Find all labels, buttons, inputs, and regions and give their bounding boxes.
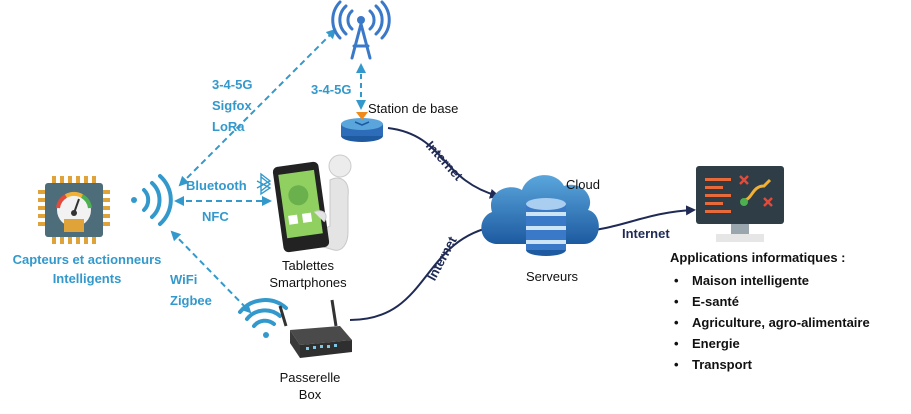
applications-title: Applications informatiques : [670, 250, 846, 265]
label-smartphones: Smartphones [269, 275, 347, 290]
label-lora: LoRa [212, 119, 245, 134]
label-internet-apps: Internet [622, 226, 670, 241]
phone-icon [272, 154, 352, 253]
link-sensor-antenna [178, 28, 337, 187]
label-sigfox: Sigfox [212, 98, 252, 113]
label-wifi: WiFi [170, 272, 198, 287]
label-bluetooth: Bluetooth [186, 178, 247, 193]
gateway-labels: Passerelle Box [270, 369, 350, 403]
monitor-icon [696, 166, 784, 242]
label-cloud: Cloud [566, 177, 600, 192]
list-item: Transport [672, 354, 870, 375]
sensor-labels: Capteurs et actionneurs Intelligents [6, 250, 168, 288]
router-icon [278, 299, 352, 358]
cellular-labels: 3-4-5G Sigfox LoRa [212, 74, 252, 137]
label-base-station: Station de base [368, 101, 459, 116]
list-item: Maison intelligente [672, 270, 870, 291]
wifi-icon [238, 298, 288, 338]
bluetooth-icon [256, 172, 272, 196]
list-item: Energie [672, 333, 870, 354]
label-3-4-5g: 3-4-5G [212, 77, 253, 92]
signal-icon [131, 174, 173, 226]
label-tablets: Tablettes [281, 258, 335, 273]
label-gateway: Passerelle [279, 370, 341, 385]
server-icon [526, 198, 566, 256]
list-item: Agriculture, agro-alimentaire [672, 312, 870, 333]
label-box: Box [298, 387, 322, 402]
label-intelligent: Intelligents [52, 271, 122, 286]
link-basestation-cloud [387, 127, 500, 199]
link-sensor-gateway [170, 230, 252, 314]
base-station-icon [341, 112, 383, 142]
link-gateway-cloud [349, 222, 498, 321]
list-item: E-santé [672, 291, 870, 312]
wifi-labels: WiFi Zigbee [170, 269, 212, 311]
label-nfc: NFC [202, 209, 229, 224]
label-servers: Serveurs [526, 269, 579, 284]
tablet-labels: Tablettes Smartphones [248, 257, 368, 291]
label-sensors: Capteurs et actionneurs [12, 252, 162, 267]
antenna-icon [331, 0, 391, 60]
label-zigbee: Zigbee [170, 293, 212, 308]
applications-list: Maison intelligente E-santé Agriculture,… [672, 270, 870, 375]
chip-icon [38, 176, 110, 244]
label-3-4-5g-antenna: 3-4-5G [311, 82, 352, 97]
